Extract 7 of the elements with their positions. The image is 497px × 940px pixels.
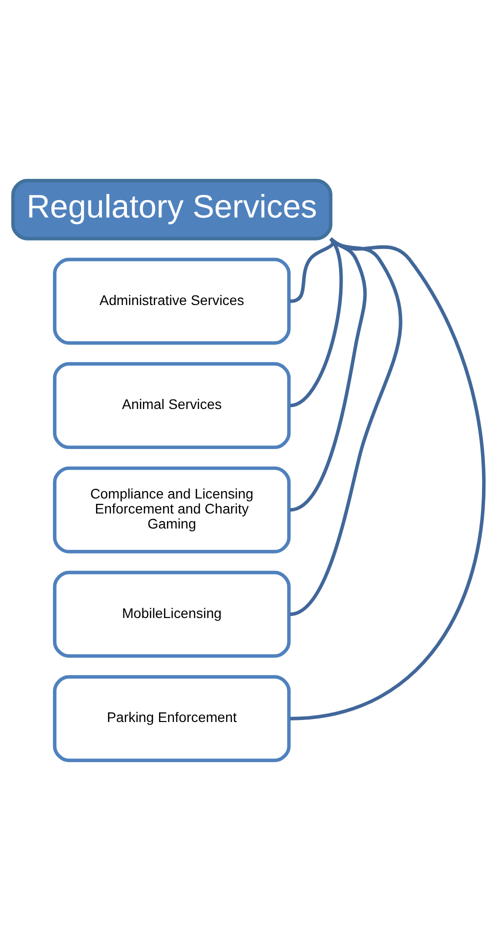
- node-box: Regulatory Services: [11, 178, 332, 240]
- node-box: Compliance and Licensing Enforcement and Charity Gaming: [52, 466, 291, 553]
- node-box: Animal Services: [52, 362, 291, 449]
- node-box: Administrative Services: [52, 257, 291, 344]
- node-box: MobileLicensing: [52, 570, 291, 658]
- connector: [290, 236, 486, 720]
- node-box: Parking Enforcement: [52, 674, 291, 762]
